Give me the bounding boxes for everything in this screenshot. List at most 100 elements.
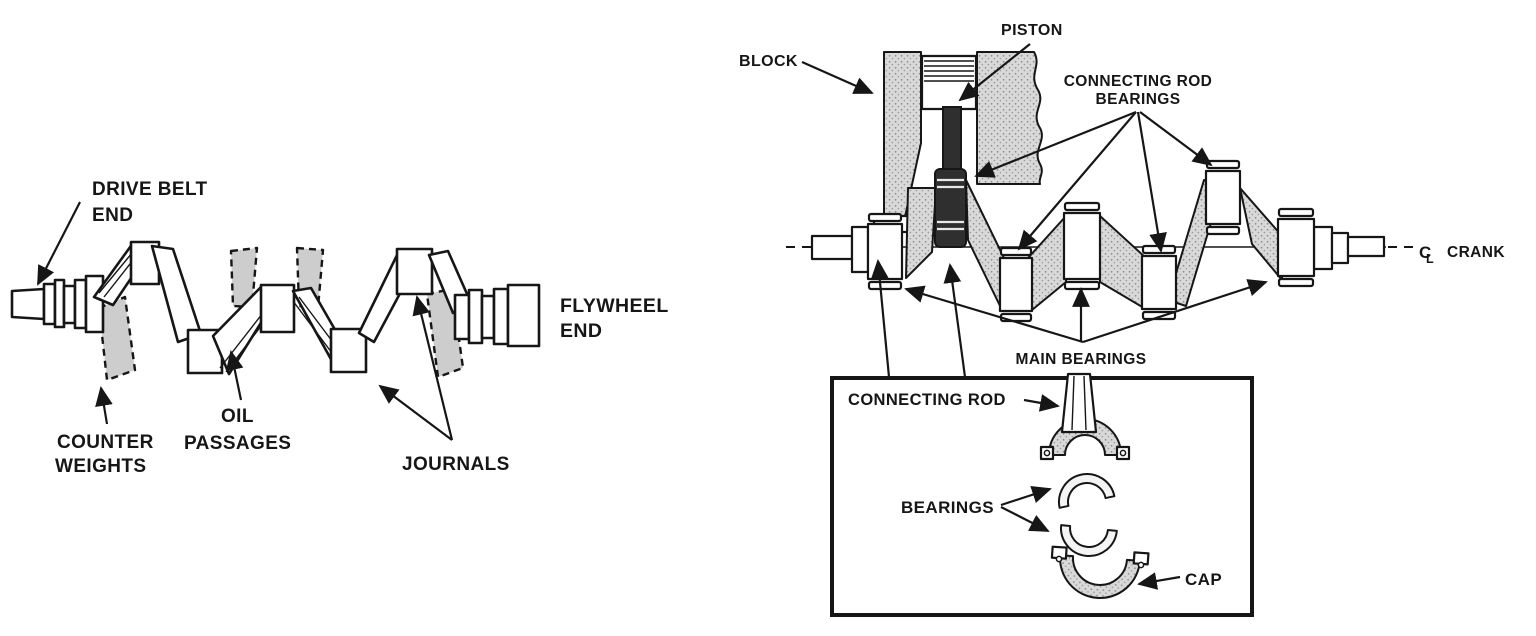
oil-passages-label: OIL (221, 406, 254, 427)
connecting-rod-section (934, 106, 967, 248)
connecting-rod-inset: CONNECTING ROD BEARINGS CAP (830, 372, 1254, 617)
journal-block (395, 247, 434, 296)
piston-rings (924, 60, 974, 82)
engine-cross-section-diagram: BLOCK PISTON CONNECTING ROD BEARINGS C L… (739, 22, 1505, 617)
rod-shank (942, 106, 962, 172)
bearing-shell (867, 212, 903, 223)
bolt-hole (1055, 555, 1063, 563)
rod-journal (1204, 169, 1242, 226)
inset-connecting-rod-label: CONNECTING ROD (848, 391, 1006, 409)
drive-belt-end-label: DRIVE BELT (92, 179, 208, 200)
flywheel-flange (506, 283, 541, 348)
shaft-ring (53, 278, 66, 329)
shaft-ring (62, 284, 77, 325)
bolt-hole (1119, 449, 1127, 457)
oil-passages-arrow (225, 350, 244, 401)
drive-belt-end-arrow (37, 201, 81, 286)
lower-bearing-shell (1060, 524, 1118, 557)
bearing-shell (1205, 159, 1241, 170)
bearing-shell (1063, 280, 1101, 291)
main-bearings-label: MAIN BEARINGS (1016, 351, 1147, 368)
piston-body (920, 54, 978, 111)
journal-block (259, 283, 296, 334)
crank-cheek (1239, 187, 1283, 281)
bolt-hole (1137, 561, 1145, 569)
crank-nose-step (850, 225, 870, 274)
rod-journal (998, 256, 1034, 313)
rod-big-end (934, 168, 967, 248)
counter-weights-label-line2: WEIGHTS (55, 456, 146, 477)
crank-cheek (1099, 215, 1147, 309)
inset-bearings-label: BEARINGS (901, 498, 994, 517)
counterweight-shape (97, 295, 137, 382)
shaft-ring (42, 282, 57, 326)
crankshaft-diagram: DRIVE BELT END COUNTER WEIGHTS OIL PASSA… (10, 179, 669, 477)
inset-border (830, 376, 1254, 617)
flywheel-end-label-line2: END (560, 320, 602, 342)
inset-cap-arrow (1137, 572, 1181, 590)
rod-cap (1059, 554, 1141, 599)
rod-ibeam-line (1083, 375, 1087, 431)
main-journal (1062, 211, 1102, 281)
bearing-shell (1277, 277, 1315, 288)
inset-leader-line (870, 259, 891, 378)
rod-ibeam-line (1071, 375, 1075, 431)
bearing-shell (999, 312, 1033, 323)
bearing-shell (999, 246, 1033, 257)
inset-cap-label: CAP (1185, 570, 1222, 589)
bearing-shell (1141, 244, 1177, 255)
drive-belt-shaft (10, 287, 46, 321)
crank-cheek (965, 179, 1005, 311)
oil-passages-label-line2: PASSAGES (184, 433, 291, 454)
journals-label: JOURNALS (402, 454, 510, 475)
main-journal (866, 222, 904, 281)
flywheel-ring (480, 294, 496, 340)
rod-journal (1140, 254, 1178, 311)
counter-weights-label: COUNTER (57, 432, 154, 453)
bearing-shell (1277, 207, 1315, 218)
crank-tail-shaft (1346, 235, 1386, 258)
journals-arrow (412, 295, 454, 441)
flywheel-ring (453, 293, 471, 341)
centerline-symbol-c: C (1419, 243, 1432, 262)
drive-belt-end-label-line2: END (92, 205, 133, 226)
main-bearings-arrows (904, 279, 1268, 344)
flywheel-end-label: FLYWHEEL (560, 295, 669, 317)
centerline-symbol-l: L (1426, 252, 1434, 266)
inset-bearings-arrow (1000, 506, 1050, 532)
piston-arrow (958, 43, 1031, 102)
flywheel-ring (467, 288, 484, 345)
crank-tail-step (1330, 231, 1350, 265)
shaft-ring (73, 278, 88, 330)
bolt-hole (1043, 449, 1051, 457)
centerline-symbol: C L (1419, 243, 1434, 266)
crank-centerline-label: CRANK (1447, 244, 1505, 261)
bearing-shell (1205, 225, 1241, 236)
block-label: BLOCK (739, 53, 798, 70)
block-left-pillar (883, 51, 922, 218)
main-and-rod-journals (866, 159, 1316, 323)
crank-tail-step (1312, 225, 1334, 271)
flywheel-ring (492, 287, 510, 346)
upper-bearing-shell (1058, 473, 1116, 509)
inset-leader-arrow (943, 263, 967, 378)
piston-label: PISTON (1001, 22, 1063, 39)
counter-weights-arrow (95, 386, 113, 425)
crank-web (150, 244, 203, 344)
connecting-rod-bearings-arrows (974, 110, 1213, 253)
shaft-ring (84, 274, 105, 334)
journal-block (329, 327, 368, 374)
inset-connecting-rod-arrow (1023, 394, 1060, 412)
bearing-shell (1063, 201, 1101, 212)
crank-nose-shaft (810, 234, 854, 261)
connecting-rod-bearings-label-line2: BEARINGS (1095, 91, 1180, 108)
block-arrow (801, 60, 874, 95)
connecting-rod-bearings-label: CONNECTING ROD (1064, 73, 1213, 90)
crank-cheek (905, 187, 937, 279)
block-right-mass (976, 51, 1043, 185)
inset-rod-shank (1060, 372, 1098, 434)
rod-bearing-bands (937, 178, 964, 231)
main-journal (1276, 217, 1316, 278)
